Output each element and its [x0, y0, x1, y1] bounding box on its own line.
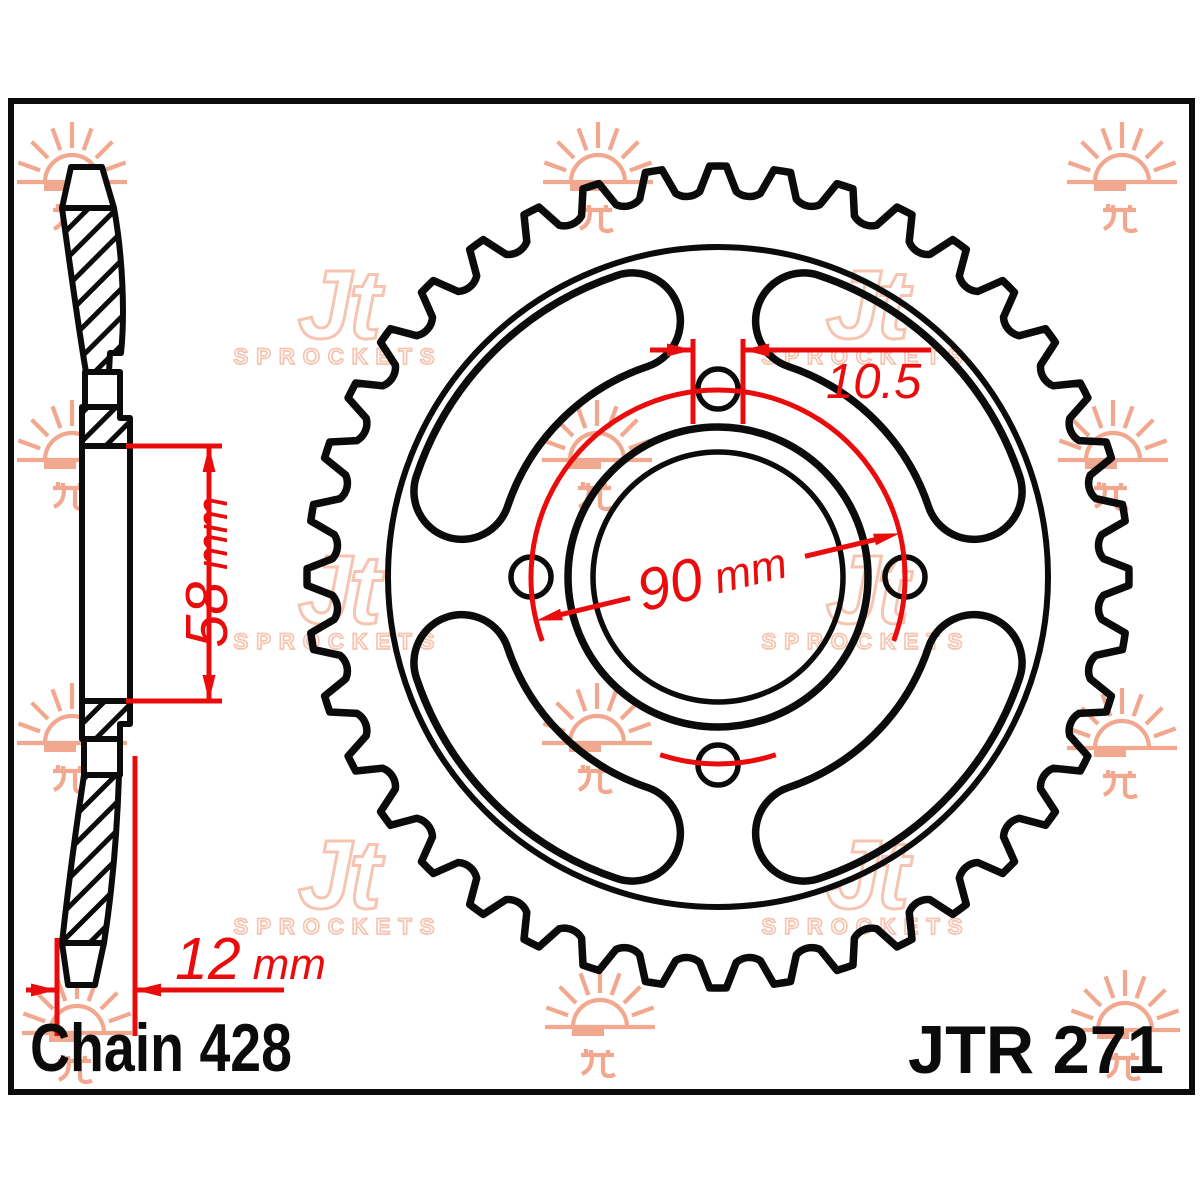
jt-logo-text: Jt: [298, 250, 385, 359]
hub-length-label: 58mm: [174, 497, 240, 648]
sun-icon: [543, 122, 653, 187]
dimension-hub-length: 58mm: [126, 443, 240, 704]
jt-logo-subtext: SPROCKETS: [234, 629, 443, 654]
rim-inner-circle: [385, 244, 1051, 910]
bolt-circle-label: 90mm: [630, 525, 792, 624]
sprocket-teeth-ring: [303, 162, 1133, 992]
jt-logo-text: Jt: [826, 820, 913, 929]
jt-mark-icon: [1103, 770, 1137, 797]
sun-icon: [1067, 122, 1177, 187]
dimension-bolt-hole: 10.5: [650, 339, 931, 424]
chain-size-label: Chain 428: [30, 1010, 292, 1086]
hub-outer-circle: [564, 423, 872, 731]
sun-icon: [1067, 688, 1177, 753]
section-upper-flange-hatched: [79, 404, 133, 449]
side-view-cross-section: [59, 164, 133, 988]
drawing-border: [8, 98, 1195, 1095]
dimension-bolt-circle: 90mm: [528, 387, 908, 767]
model-number-label: JTR 271: [908, 1012, 1164, 1088]
jt-mark-icon: [581, 1049, 615, 1076]
section-upper-body-hatched: [59, 205, 126, 375]
section-lower-body-hatched: [59, 772, 122, 946]
bolt-circle-arc-bottom: [659, 752, 777, 767]
jt-logo-watermark: Jt SPROCKETS: [233, 249, 443, 370]
section-hub-strip: [79, 443, 133, 704]
jt-logo-watermark: Jt SPROCKETS: [233, 819, 443, 940]
jt-logo-subtext: SPROCKETS: [234, 344, 443, 369]
section-top-tooth: [59, 164, 117, 211]
jt-mark-icon: [1103, 204, 1137, 231]
section-bottom-tooth: [59, 940, 107, 988]
jt-logo-subtext: SPROCKETS: [762, 914, 971, 939]
section-lower-flange-hatched: [79, 698, 133, 742]
center-bore-circle: [590, 449, 846, 705]
bolt-circle-arc: [528, 387, 908, 642]
sun-icon: [542, 683, 652, 748]
bolt-hole-label: 10.5: [826, 355, 922, 409]
section-upper-band: [82, 369, 123, 410]
lightening-cutouts: [410, 269, 1026, 885]
jt-logo-text: Jt: [298, 820, 385, 929]
jt-logo-watermark: Jt SPROCKETS: [761, 819, 971, 940]
section-lower-band: [81, 736, 123, 778]
jt-logo-subtext: SPROCKETS: [234, 914, 443, 939]
sun-icon: [545, 967, 655, 1032]
